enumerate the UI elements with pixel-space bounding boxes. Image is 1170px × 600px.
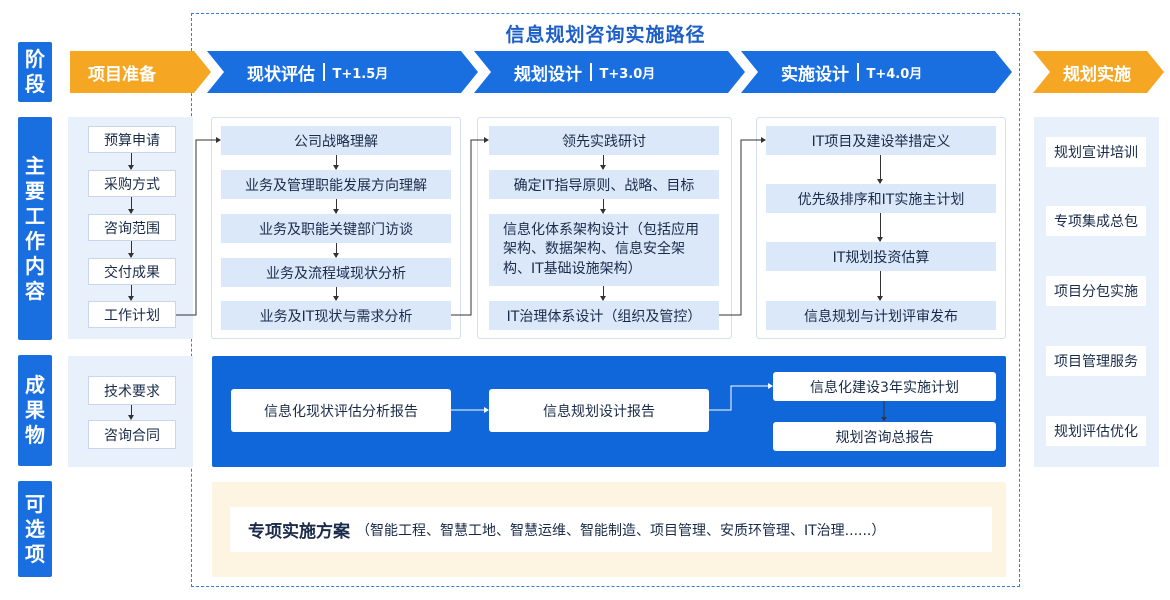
phase-rollout: 规划实施: [1063, 64, 1131, 85]
optional-item: 专项实施方案 （智能工程、智慧工地、智慧运维、智能制造、项目管理、安质环管理、I…: [230, 507, 992, 552]
flow-arrow: [877, 271, 883, 301]
plan-item: 信息化体系架构设计（包括应用架构、数据架构、信息安全架构、IT基础设施架构）: [489, 214, 719, 286]
flow-arrow: [333, 155, 339, 170]
phase-prep: 项目准备: [88, 64, 156, 85]
flow-arrow: [128, 153, 134, 170]
optional-title: 专项实施方案: [248, 522, 350, 542]
impl-item: 信息规划与计划评审发布: [766, 301, 996, 330]
rollout-item: 项目分包实施: [1046, 276, 1146, 306]
diagram-title: 信息规划咨询实施路径: [505, 24, 706, 46]
assess-item: 业务及流程域现状分析: [221, 258, 451, 287]
rollout-item: 项目管理服务: [1046, 346, 1146, 376]
deliverable-report: 信息化现状评估分析报告: [231, 389, 451, 432]
flow-arrow: [333, 243, 339, 258]
prep-deliverable: 技术要求: [88, 376, 176, 405]
prep-item: 咨询范围: [88, 214, 176, 241]
phase-arrow-plan: [474, 51, 745, 93]
deliverable-report: 信息化建设3年实施计划: [773, 372, 996, 401]
flow-arrow: [877, 155, 883, 184]
prep-item: 工作计划: [88, 301, 176, 328]
phase-arrow-rollout: [1033, 51, 1164, 93]
plan-item: 确定IT指导原则、战略、目标: [489, 170, 719, 199]
flow-arrow: [128, 197, 134, 214]
flow-arrow: [877, 213, 883, 242]
prep-item: 预算申请: [88, 126, 176, 153]
phase-arrow-assess: [207, 51, 478, 93]
connector-plan-to-impl: [719, 139, 761, 316]
connector-assess-to-plan: [451, 139, 484, 316]
side-label-deliverables: 成果物: [18, 355, 52, 466]
flow-arrow: [128, 405, 134, 420]
deliverable-report: 信息规划设计报告: [489, 389, 709, 432]
flow-arrow: [600, 199, 606, 214]
flow-arrow: [333, 287, 339, 301]
assess-item: 业务及职能关键部门访谈: [221, 214, 451, 243]
prep-item: 采购方式: [88, 170, 176, 197]
plan-item: 领先实践研讨: [489, 126, 719, 155]
side-label-work: 主要工作内容: [18, 117, 52, 340]
flow-arrow: [600, 286, 606, 301]
impl-item: IT项目及建设举措定义: [766, 126, 996, 155]
rollout-item: 专项集成总包: [1046, 206, 1146, 236]
side-label-stage: 阶段: [18, 42, 52, 102]
assess-item: 公司战略理解: [221, 126, 451, 155]
optional-detail: （智能工程、智慧工地、智慧运维、智能制造、项目管理、安质环管理、IT治理....…: [356, 522, 886, 539]
side-label-optional: 可选项: [18, 481, 52, 577]
flow-arrow: [600, 155, 606, 170]
impl-item: 优先级排序和IT实施主计划: [766, 184, 996, 213]
connector-prep-to-assess: [176, 139, 216, 316]
phase-arrow-impl: [741, 51, 1012, 93]
flow-arrow: [128, 241, 134, 258]
phase-arrow-prep: [70, 51, 211, 93]
flow-arrow: [333, 199, 339, 214]
phase-arrows: [70, 51, 1164, 93]
rollout-item: 规划宣讲培训: [1046, 137, 1146, 167]
prep-deliverable: 咨询合同: [88, 420, 176, 449]
flow-arrow: [128, 285, 134, 301]
assess-item: 业务及IT现状与需求分析: [221, 301, 451, 330]
assess-item: 业务及管理职能发展方向理解: [221, 170, 451, 199]
rollout-item: 规划评估优化: [1046, 416, 1146, 446]
plan-item: IT治理体系设计（组织及管控）: [489, 301, 719, 330]
prep-item: 交付成果: [88, 258, 176, 285]
deliverable-report: 规划咨询总报告: [773, 422, 996, 451]
impl-item: IT规划投资估算: [766, 242, 996, 271]
